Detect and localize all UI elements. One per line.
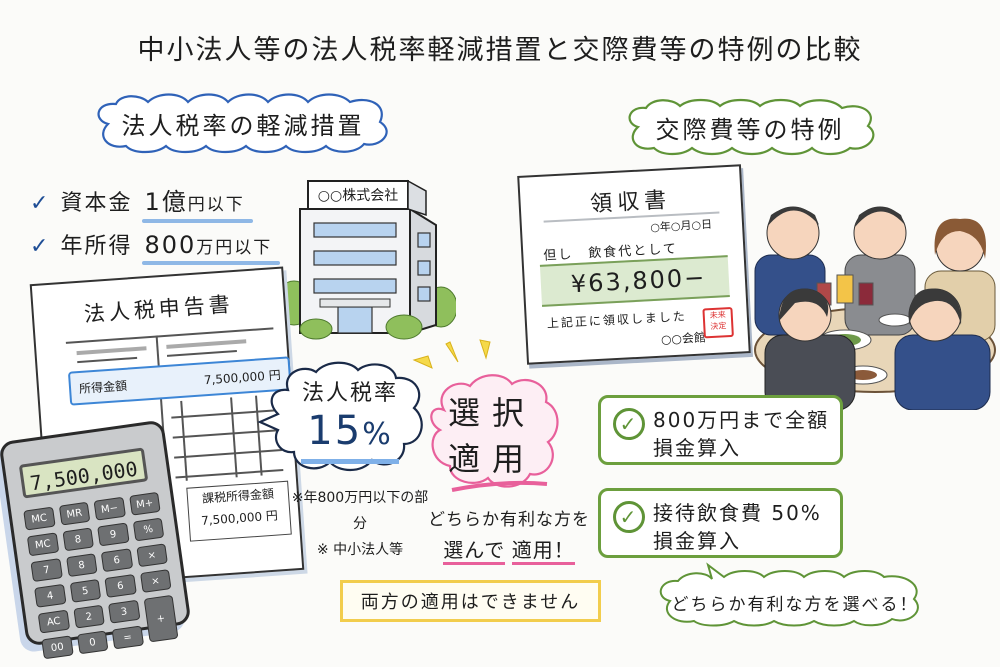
calc-key: 8 (61, 527, 94, 552)
benefit-line-2: 損金算入 (653, 529, 741, 553)
calc-key: × (135, 543, 168, 568)
calc-key: = (111, 625, 144, 650)
calc-key: 3 (107, 599, 140, 624)
checkmark-icon: ✓ (30, 234, 51, 259)
benefit-line-1: 800万円まで全額 (653, 408, 830, 432)
receipt-received-text: 上記正に領収しました (546, 309, 688, 331)
choose-line-1: どちらか有利な方を (428, 510, 590, 530)
selection-cloud (430, 374, 559, 492)
receipt-illustration: 領収書 ○年○月○日 但し 飲食代として ¥63,800− 上記正に領収しました… (517, 164, 751, 365)
condition-value: 1億円以下 (142, 182, 254, 223)
calc-key: 8 (65, 553, 98, 578)
calc-key: 6 (100, 548, 133, 573)
calc-key: M− (93, 496, 126, 521)
advice-cloud (659, 562, 919, 627)
calc-key: 6 (104, 574, 137, 598)
benefit-half-deduction: ✓ 接待飲食費 50% 損金算入 (598, 488, 843, 558)
building-sign: ○○株式会社 (317, 188, 399, 204)
taxable-income-box: 課税所得金額 7,500,000 円 (186, 480, 292, 542)
tax-rate-notes: ※年800万円以下の部分 ※ 中小法人等 (290, 485, 430, 563)
calc-key: % (132, 517, 165, 542)
calc-key: MC (26, 532, 59, 557)
business-dinner-illustration (745, 185, 1000, 411)
tax-rate-callout: 法人税率 15% (285, 375, 415, 464)
tax-rate-value: 15% (301, 407, 399, 464)
calculator-display: 7,500,000 (18, 447, 149, 499)
check-circle-icon: ✓ (613, 501, 645, 533)
calculator-keys: MC MR M− M+ MC 8 9 % 7 8 6 × 4 5 6 × AC … (23, 491, 179, 660)
right-heading-cloud (628, 98, 875, 156)
calc-key: AC (37, 609, 70, 634)
page-title: 中小法人等の法人税率軽減措置と交際費等の特例の比較 (137, 35, 863, 66)
choose-line-2: 選んで 適用！ (424, 535, 594, 567)
condition-income: ✓ 年所得 800万円以下 (30, 228, 281, 265)
calc-key: 7 (30, 558, 63, 583)
receipt-date: ○年○月○日 (649, 217, 713, 235)
receipt-amount: ¥63,800− (539, 255, 730, 307)
red-seal-stamp-icon: 未来決定 (702, 306, 734, 339)
office-building-illustration: ○○株式会社 (275, 175, 458, 345)
selection-label: 選択 適用 (432, 390, 552, 482)
calc-key: × (139, 569, 172, 593)
tax-form-title: 法人税申告書 (83, 292, 235, 327)
calc-key: 5 (69, 578, 102, 603)
condition-capital: ✓ 資本金 1億円以下 (30, 182, 254, 223)
selection-line-1: 選択 (447, 394, 536, 432)
calc-key: 0 (76, 630, 109, 655)
warning-box: 両方の適用はできません (340, 580, 601, 622)
choose-advantageous-text: どちらか有利な方を 選んで 適用！ (424, 505, 594, 567)
calc-key: 9 (97, 522, 130, 547)
benefit-line-1: 接待飲食費 50% (653, 501, 822, 525)
tax-rate-label: 法人税率 (301, 381, 398, 406)
checkmark-icon: ✓ (30, 191, 51, 216)
note-sme: ※ 中小法人等 (316, 542, 404, 558)
note-income-limit: ※年800万円以下の部分 (291, 490, 429, 532)
selection-line-2: 適用 (447, 440, 536, 478)
receipt-venue: ○○会館 (660, 330, 707, 347)
income-label: 所得金額 (78, 378, 128, 396)
benefit-full-deduction: ✓ 800万円まで全額 損金算入 (598, 395, 843, 465)
left-heading: 法人税率の軽減措置 (121, 112, 365, 140)
advice-text: どちらか有利な方を選べる！ (671, 595, 919, 615)
benefit-line-2: 損金算入 (653, 436, 741, 460)
calc-key: 4 (34, 583, 67, 608)
condition-value: 800万円以下 (142, 231, 281, 265)
left-heading-cloud (97, 93, 388, 154)
calc-key: 00 (41, 635, 74, 660)
check-circle-icon: ✓ (613, 408, 645, 440)
tax-rate-cloud (257, 361, 423, 472)
emphasis-rays-icon (412, 339, 491, 369)
condition-label: 年所得 (60, 234, 133, 259)
calc-key: 2 (72, 604, 105, 629)
calc-key-plus: + (143, 594, 179, 643)
calc-key: M+ (128, 491, 161, 516)
calculator-illustration: 7,500,000 MC MR M− M+ MC 8 9 % 7 8 6 × 4… (0, 419, 192, 660)
calc-key: MR (58, 501, 91, 526)
right-heading: 交際費等の特例 (655, 116, 845, 144)
calc-key: MC (23, 506, 56, 531)
condition-label: 資本金 (60, 191, 133, 216)
